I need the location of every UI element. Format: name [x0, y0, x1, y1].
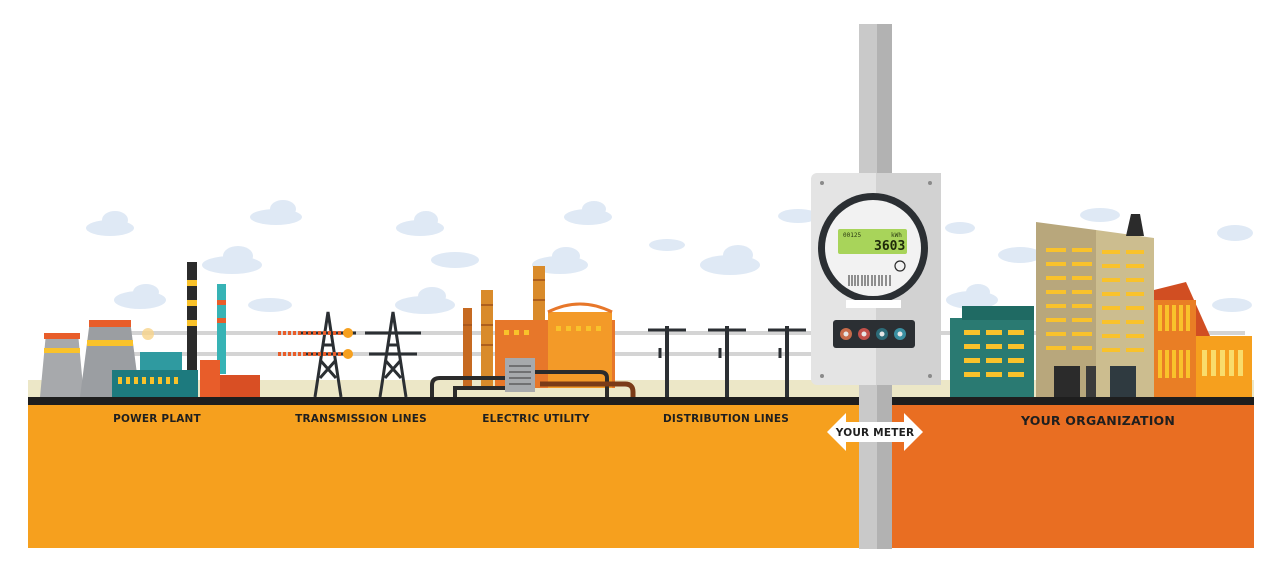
- meter-reading-big: 3603: [874, 239, 905, 254]
- power-plant: [40, 262, 260, 397]
- label-distribution-lines: DISTRIBUTION LINES: [663, 413, 789, 425]
- horizon-band: [28, 380, 1254, 398]
- label-transmission-lines: TRANSMISSION LINES: [295, 413, 427, 425]
- meter-reading-small: 00125: [843, 232, 861, 239]
- clouds: [86, 200, 1253, 314]
- road: [28, 397, 1254, 405]
- label-power-plant: POWER PLANT: [113, 413, 201, 425]
- label-your-meter: YOUR METER: [835, 427, 914, 439]
- meter-unit: kWh: [891, 232, 902, 239]
- label-electric-utility: ELECTRIC UTILITY: [482, 413, 590, 425]
- electric-meter: [811, 173, 941, 385]
- organization-buildings: [950, 214, 1252, 397]
- electric-utility: [430, 266, 636, 397]
- ground-left: [28, 405, 860, 548]
- ground-right: [892, 405, 1254, 548]
- transmission-towers: [278, 311, 421, 398]
- meter-double-arrow: [827, 413, 923, 451]
- distribution-poles: [648, 326, 806, 397]
- label-your-organization: YOUR ORGANIZATION: [1020, 413, 1175, 428]
